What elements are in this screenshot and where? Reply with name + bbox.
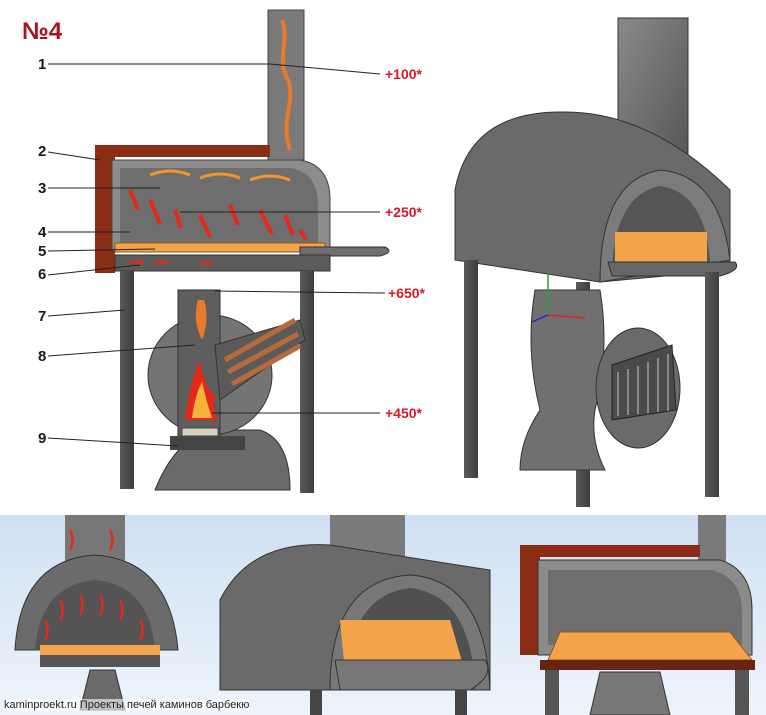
brick-wall <box>95 145 115 273</box>
exterior-stone <box>615 232 707 262</box>
exterior-shelf <box>607 261 738 277</box>
leg-left <box>120 271 134 489</box>
heat-arcs <box>149 169 291 182</box>
front-shelf <box>299 246 390 257</box>
callout-1: 1 <box>38 56 47 73</box>
bottom-view-2 <box>219 515 491 715</box>
leader-lines <box>47 63 386 447</box>
heat-streaks <box>128 189 308 242</box>
b3-leg-1 <box>545 670 559 715</box>
axis-triad <box>531 270 586 323</box>
temperature-250: +250* <box>385 204 422 220</box>
leg-right <box>300 271 314 493</box>
ash-pan <box>170 436 245 450</box>
flame-draft <box>280 19 293 151</box>
callout-6: 6 <box>38 266 47 283</box>
b3-stone <box>547 631 754 661</box>
callout-9: 9 <box>38 430 47 447</box>
b3-chamber <box>548 570 742 645</box>
callout-3: 3 <box>38 180 47 197</box>
pizza-stone <box>114 242 326 253</box>
b1-mouth <box>35 580 155 650</box>
b3-stand <box>589 671 671 715</box>
b1-floor <box>40 655 160 667</box>
fire-core <box>192 382 212 418</box>
callout-8: 8 <box>38 348 47 365</box>
callout-5: 5 <box>38 243 47 260</box>
cutaway-view <box>47 9 390 493</box>
callout-2: 2 <box>38 143 47 160</box>
bottom-view-3 <box>520 515 755 715</box>
bottom-view-1 <box>14 515 179 711</box>
temperature-650: +650* <box>388 285 425 301</box>
b1-stone <box>40 645 160 655</box>
b3-brick-wall <box>520 545 540 655</box>
callout-7: 7 <box>38 308 47 325</box>
b2-leg <box>310 690 322 715</box>
exterior-view <box>454 17 738 507</box>
temperature-450: +450* <box>385 405 422 421</box>
flame-up <box>195 300 207 340</box>
temperature-100: +100* <box>385 66 422 82</box>
b2-shelf <box>334 659 489 691</box>
callout-4: 4 <box>38 224 47 241</box>
firewood <box>223 317 302 387</box>
oven-floor <box>114 254 331 272</box>
b2-leg-2 <box>455 690 467 715</box>
b3-floor <box>540 660 755 670</box>
ext-firebox <box>519 289 606 471</box>
grate <box>181 427 219 437</box>
brick-top <box>95 145 270 157</box>
b3-brick-top <box>520 545 700 557</box>
b3-leg-2 <box>735 670 749 715</box>
ext-rack-bars <box>617 354 669 416</box>
ext-leg-3 <box>705 272 719 497</box>
diagram-title: №4 <box>22 18 63 45</box>
footer-caption: kaminproekt.ru Проекты печей каминов бар… <box>4 699 250 711</box>
floor-heat <box>130 260 212 265</box>
b2-stone <box>340 620 465 672</box>
b1-heat <box>43 529 144 641</box>
ext-leg-1 <box>464 260 478 478</box>
